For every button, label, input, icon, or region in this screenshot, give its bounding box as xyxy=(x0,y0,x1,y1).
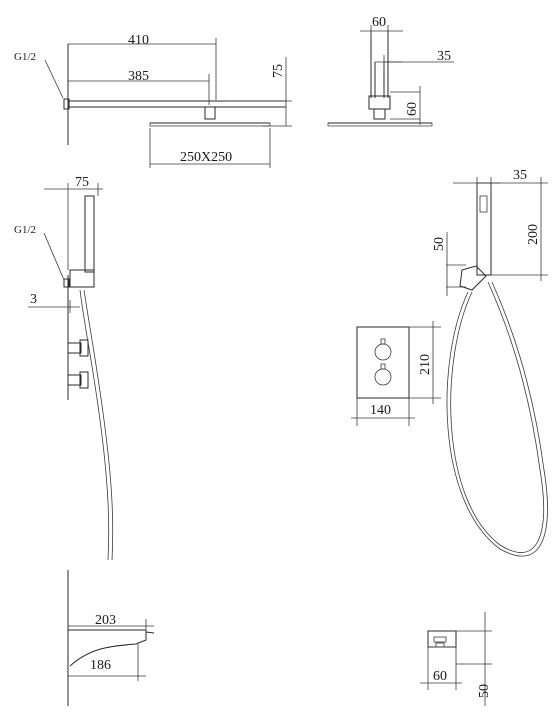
dim-60-spout: 60 xyxy=(433,669,447,684)
hand-shower xyxy=(476,182,492,276)
dim-35-top: 35 xyxy=(437,49,451,64)
wall-bracket xyxy=(69,269,95,288)
dim-3-wall: 3 xyxy=(30,292,37,307)
shower-arm-view: G1/2 410 385 75 250X250 xyxy=(14,33,292,168)
dim-75-head: 75 xyxy=(271,64,286,78)
hose-line xyxy=(79,289,110,561)
thread-label-mid: G1/2 xyxy=(14,224,36,236)
valve-panel-view: 210 140 xyxy=(351,321,441,426)
dim-35-hand: 35 xyxy=(513,168,527,183)
head-connector xyxy=(204,106,216,120)
hose-connector xyxy=(459,265,487,291)
hand-shower-front-view: 35 200 50 xyxy=(432,168,548,557)
shower-head-front-view: 60 35 60 xyxy=(327,15,454,127)
spout-front-view: 60 50 xyxy=(420,612,492,706)
valve-handle-lower xyxy=(67,374,82,386)
spout-body xyxy=(68,629,147,667)
dim-250x250: 250X250 xyxy=(180,150,232,165)
hand-shower-body xyxy=(84,195,95,273)
spout-front xyxy=(427,630,457,648)
valve-handle-upper xyxy=(67,342,82,354)
head-bracket xyxy=(368,95,391,110)
dim-50-spout: 50 xyxy=(477,684,492,698)
hand-shower-side-view: 75 G1/2 3 xyxy=(14,175,114,561)
hose-loop xyxy=(450,281,545,553)
thread-label-top: G1/2 xyxy=(14,51,36,63)
dim-385: 385 xyxy=(128,69,149,84)
dim-203-spout: 203 xyxy=(95,613,116,628)
spray-face xyxy=(479,195,488,213)
dim-75-hand: 75 xyxy=(75,175,89,190)
dim-200-hand: 200 xyxy=(526,224,541,245)
dim-140-panel: 140 xyxy=(370,403,391,418)
upper-knob xyxy=(374,343,392,361)
dim-60-flange: 60 xyxy=(405,102,420,116)
dim-410: 410 xyxy=(128,33,149,48)
dim-60-top: 60 xyxy=(372,15,386,30)
wall-fitting xyxy=(63,98,70,110)
valve-panel xyxy=(356,326,410,399)
lower-knob xyxy=(374,368,392,386)
spout-side-view: 203 186 xyxy=(67,570,155,706)
dim-186-spout: 186 xyxy=(90,658,111,673)
dim-210-panel: 210 xyxy=(418,354,433,375)
dim-50-hand: 50 xyxy=(432,237,447,251)
